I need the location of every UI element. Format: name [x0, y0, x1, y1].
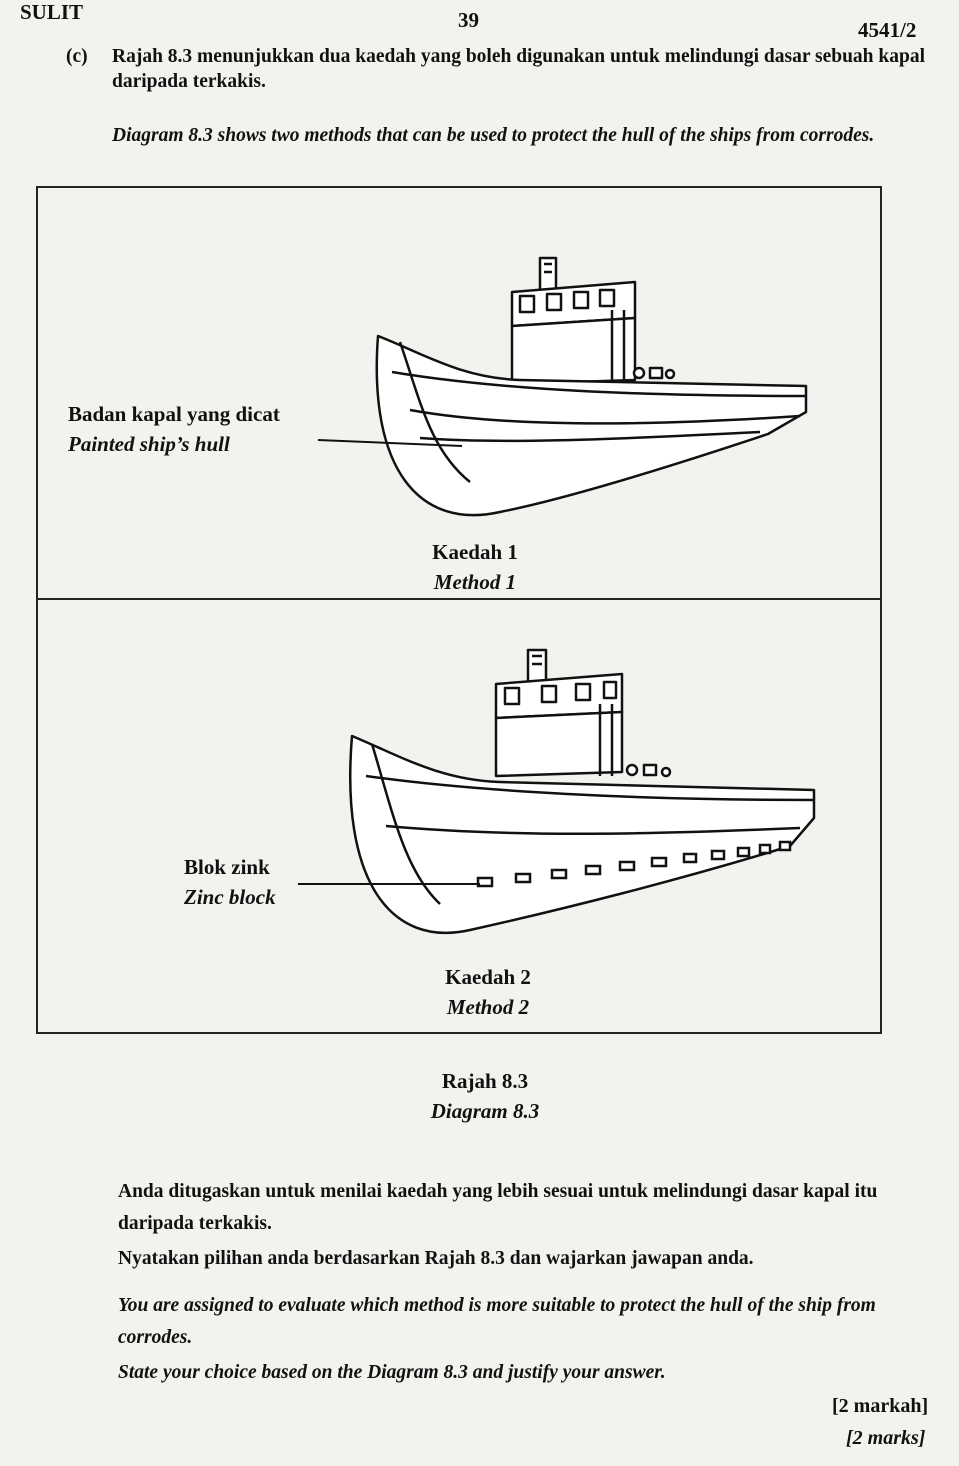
method2-label-english: Zinc block — [184, 885, 276, 909]
diagram-frame — [36, 186, 882, 1034]
diagram-divider — [36, 598, 882, 600]
question-english: Diagram 8.3 shows two methods that can b… — [112, 125, 875, 146]
marks-english-text: [2 marks] — [846, 1427, 926, 1449]
marks-malay: [2 markah] — [832, 1394, 928, 1419]
paper-code: 4541/2 — [858, 18, 917, 42]
method2-caption-english: Method 2 — [446, 995, 530, 1019]
method2-caption-malay: Kaedah 2 — [445, 965, 531, 989]
method2-label-malay: Blok zink — [184, 855, 270, 879]
method1-caption-malay: Kaedah 1 — [432, 540, 518, 564]
method1-caption-english: Method 1 — [433, 570, 517, 594]
question-malay: Rajah 8.3 menunjukkan dua kaedah yang bo… — [112, 46, 926, 92]
marks-english: [2 marks] — [846, 1426, 925, 1451]
task-malay-1: Anda ditugaskan untuk menilai kaedah yan… — [118, 1181, 878, 1234]
diagram-caption-english: Diagram 8.3 — [430, 1099, 540, 1123]
page-number: 39 — [458, 8, 479, 32]
diagram-caption-malay: Rajah 8.3 — [441, 1069, 529, 1093]
zinc-blocks — [476, 840, 792, 888]
method1-label-malay: Badan kapal yang dicat — [68, 402, 280, 426]
task-english-1: You are assigned to evaluate which metho… — [118, 1295, 876, 1348]
task-malay-2: Nyatakan pilihan anda berdasarkan Rajah … — [118, 1248, 754, 1269]
question-part-label: (c) — [66, 46, 88, 67]
header-sulit: SULIT — [20, 0, 84, 24]
marks-malay-text: [2 markah] — [832, 1395, 929, 1417]
method1-label-english: Painted ship’s hull — [68, 432, 230, 456]
task-english-2: State your choice based on the Diagram 8… — [118, 1362, 666, 1383]
